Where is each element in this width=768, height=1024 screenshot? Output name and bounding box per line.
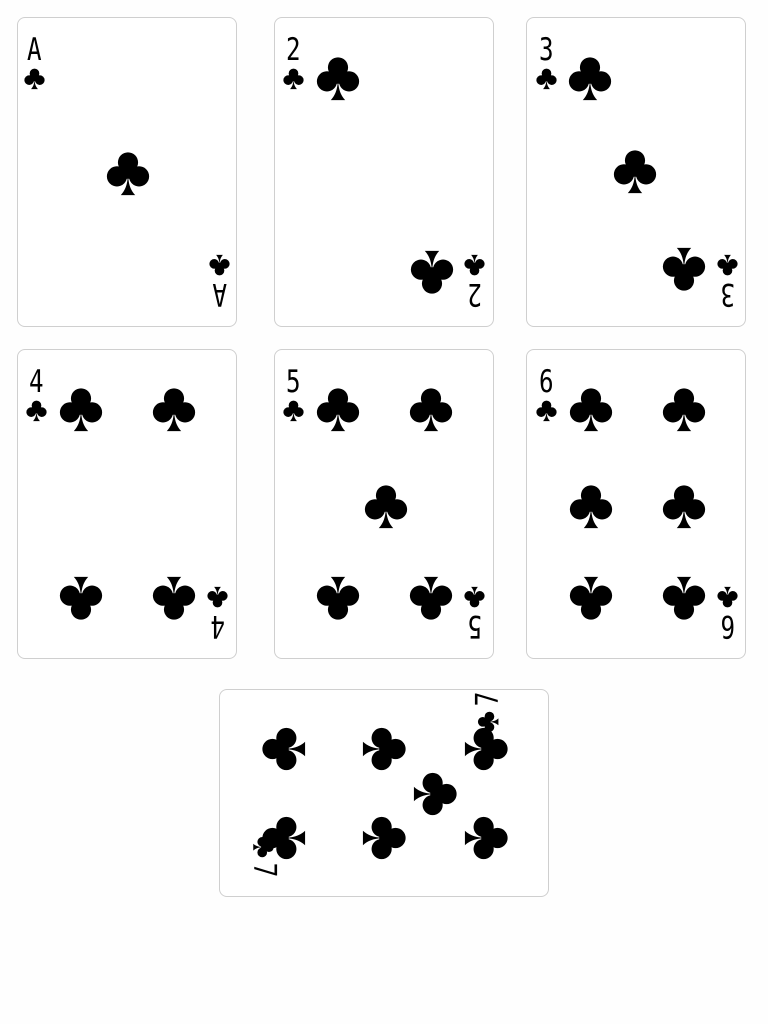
club-icon	[567, 385, 615, 433]
club-icon	[412, 770, 460, 818]
card-rank: A	[212, 276, 227, 312]
club-icon	[463, 254, 486, 277]
card-rank: 4	[210, 608, 225, 644]
card-corner-top: 6	[535, 367, 558, 422]
club-icon	[361, 814, 409, 862]
card-corner-bottom: 2	[463, 254, 486, 312]
card-corner-top: 5	[282, 367, 305, 422]
club-icon	[611, 147, 659, 195]
club-icon	[259, 725, 307, 773]
card-seven-of-clubs[interactable]: 7 7	[219, 689, 549, 897]
card-corner-bottom: 5	[463, 586, 486, 644]
club-icon	[407, 575, 455, 623]
club-icon	[463, 725, 511, 773]
card-rank: 3	[539, 32, 554, 68]
club-icon	[362, 482, 410, 530]
card-rank: 4	[29, 364, 44, 400]
club-icon	[208, 254, 231, 277]
club-icon	[361, 725, 409, 773]
club-icon	[408, 249, 456, 297]
club-icon	[660, 385, 708, 433]
card-four-of-clubs[interactable]: 4 4	[17, 349, 237, 659]
club-icon	[104, 149, 152, 197]
club-icon	[716, 586, 739, 609]
card-rank: 2	[467, 276, 482, 312]
club-icon	[206, 586, 229, 609]
club-icon	[57, 575, 105, 623]
club-icon	[716, 254, 739, 277]
club-icon	[23, 67, 46, 90]
card-rank: 2	[286, 32, 301, 68]
card-corner-top: 3	[535, 35, 558, 90]
club-icon	[535, 399, 558, 422]
club-icon	[57, 385, 105, 433]
card-two-of-clubs[interactable]: 2 2	[274, 17, 494, 327]
card-six-of-clubs[interactable]: 6 6	[526, 349, 746, 659]
card-corner-top: 4	[25, 367, 48, 422]
card-rank: 5	[286, 364, 301, 400]
club-icon	[566, 54, 614, 102]
card-corner-bottom: 4	[206, 586, 229, 644]
card-five-of-clubs[interactable]: 5 5	[274, 349, 494, 659]
card-three-of-clubs[interactable]: 3 3	[526, 17, 746, 327]
club-icon	[282, 67, 305, 90]
card-corner-top: A	[23, 35, 46, 90]
card-rank: 6	[720, 608, 735, 644]
club-icon	[463, 814, 511, 862]
card-ace-of-clubs[interactable]: A A	[17, 17, 237, 327]
club-icon	[314, 385, 362, 433]
club-icon	[567, 575, 615, 623]
club-icon	[25, 399, 48, 422]
club-icon	[314, 54, 362, 102]
card-corner-top: 2	[282, 35, 305, 90]
club-icon	[660, 482, 708, 530]
club-icon	[150, 385, 198, 433]
card-rank: 3	[720, 276, 735, 312]
card-corner-bottom: 3	[716, 254, 739, 312]
card-rank: 7	[246, 862, 283, 878]
club-icon	[259, 814, 307, 862]
card-rank: 7	[469, 691, 506, 707]
club-icon	[660, 575, 708, 623]
card-corner-bottom: 6	[716, 586, 739, 644]
club-icon	[282, 399, 305, 422]
club-icon	[150, 575, 198, 623]
club-icon	[567, 482, 615, 530]
club-icon	[535, 67, 558, 90]
club-icon	[314, 575, 362, 623]
card-corner-bottom: A	[208, 254, 231, 312]
club-icon	[463, 586, 486, 609]
card-rank: 5	[467, 608, 482, 644]
card-rank: 6	[539, 364, 554, 400]
club-icon	[407, 385, 455, 433]
card-rank: A	[27, 32, 42, 68]
club-icon	[660, 246, 708, 294]
